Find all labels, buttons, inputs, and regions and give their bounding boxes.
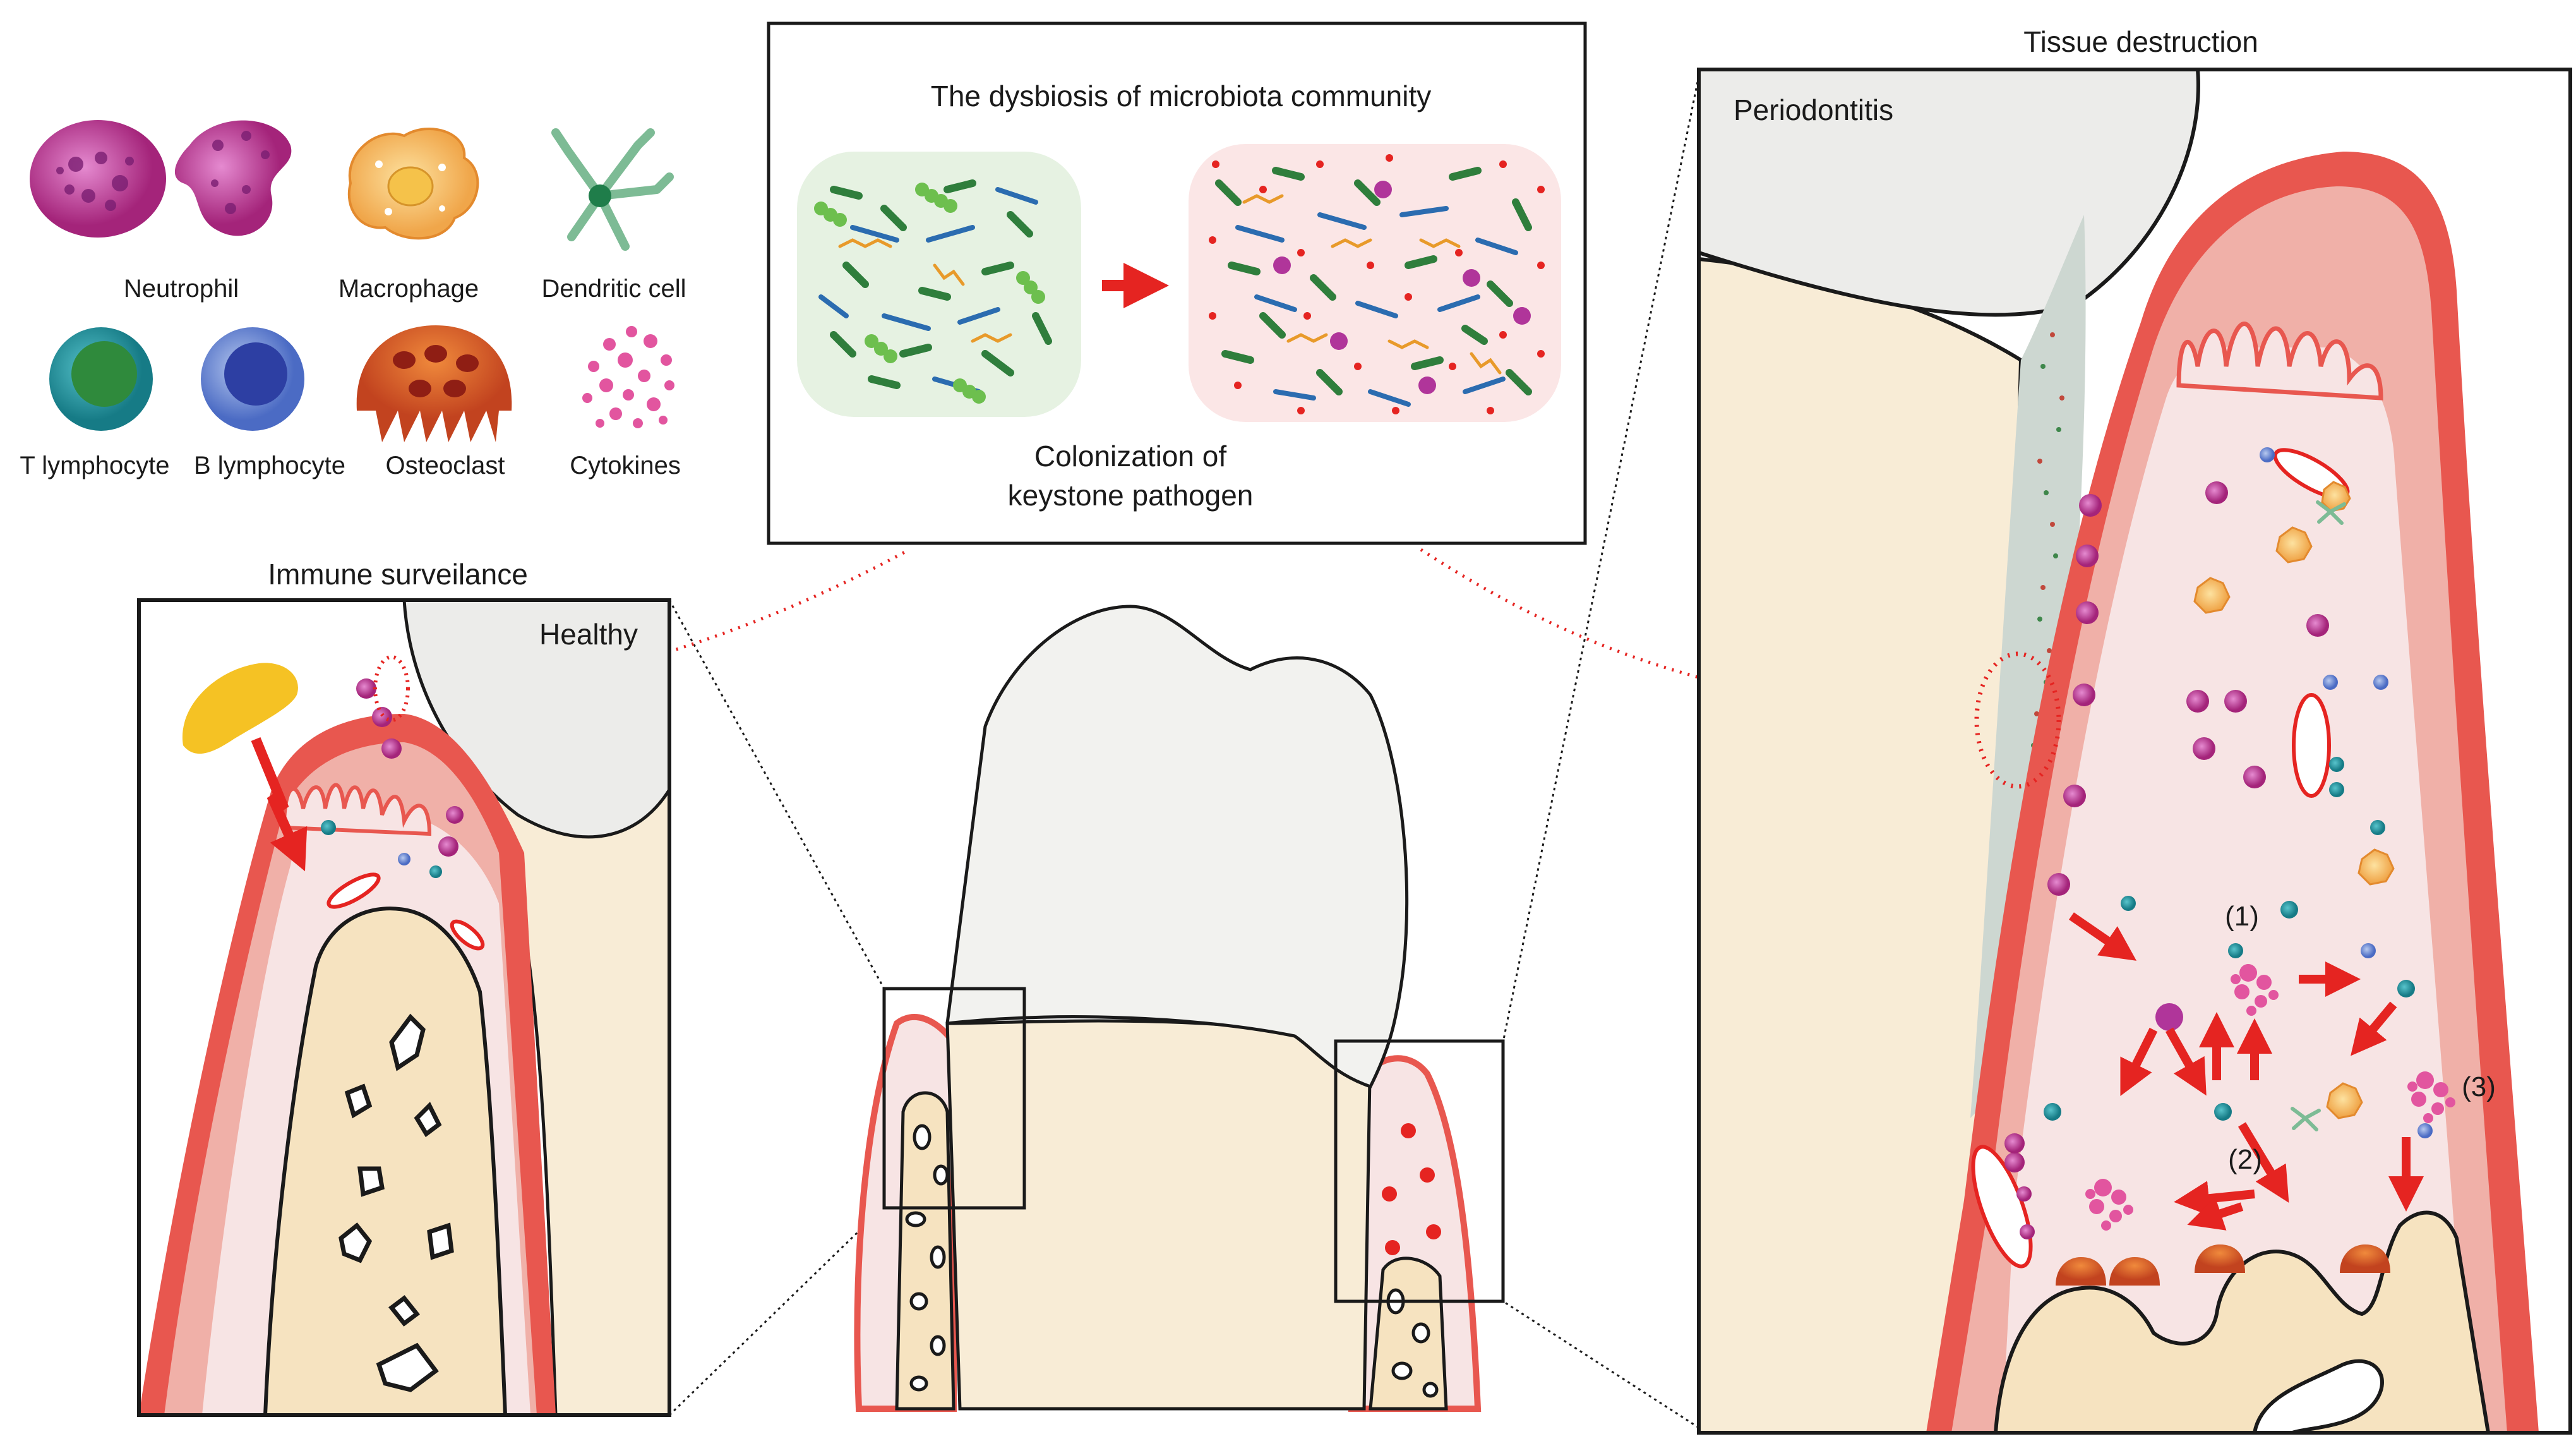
healthy-immune-cells: [321, 678, 464, 878]
dendritic-cell-icon: [551, 128, 674, 251]
disease-pathway-arrows: [2069, 912, 2424, 1231]
healthy-lightning-arrow: [251, 737, 308, 872]
legend-label-cytokines: Cytokines: [570, 452, 681, 479]
disease-step3-label: (3): [2462, 1071, 2496, 1102]
healthy-alveolar-bone: [263, 907, 508, 1415]
legend-label-osteoclast: Osteoclast: [386, 452, 505, 479]
legend-label-neutrophil: Neutrophil: [124, 275, 239, 303]
dysbiotic-microbes: [1209, 154, 1545, 414]
neutrophil-icon: [30, 120, 292, 238]
legend: Neutrophil Macrophage Dendritic cell T l…: [20, 120, 686, 479]
legend-label-t-lymphocyte: T lymphocyte: [20, 452, 169, 479]
tooth-crown: [945, 605, 1409, 1089]
healthy-panel: Healthy: [137, 598, 671, 1417]
disease-cytokine-clusters: [2085, 964, 2455, 1231]
legend-label-macrophage: Macrophage: [338, 275, 479, 303]
disease-dendritic-cells: [2291, 500, 2346, 1131]
healthy-panel-heading: Immune surveilance: [268, 558, 528, 591]
healthy-label: Healthy: [539, 618, 638, 651]
healthy-plaque-highlight: [373, 655, 410, 722]
disease-plaque-highlight: [1974, 651, 2061, 789]
disease-osteoclasts: [2056, 1244, 2390, 1286]
healthy-bone-pores: [338, 1013, 454, 1392]
dysbiosis-title: The dysbiosis of microbiota community: [931, 80, 1432, 112]
center-bone-pores: [905, 1124, 1439, 1398]
disease-keystone-pathogen: [2155, 1003, 2183, 1031]
osteoclast-icon: [356, 325, 512, 442]
legend-label-dendritic-cell: Dendritic cell: [542, 275, 686, 303]
disease-panel-heading: Tissue destruction: [2023, 25, 2258, 58]
disease-zoom-box: [1334, 1039, 1505, 1303]
tooth-root: [945, 1019, 1372, 1411]
healthy-tooth-crown: [402, 600, 669, 839]
disease-plaque-biofilm: [1970, 215, 2086, 1118]
zoom-connectors: [668, 75, 1700, 1429]
b-lymphocyte-icon: [201, 327, 304, 431]
disease-panel: (1) (2) (3) Periodontitis: [1697, 68, 2572, 1435]
dysbiosis-caption-line2: keystone pathogen: [1008, 479, 1254, 512]
central-tooth-illustration: [854, 605, 1505, 1412]
disease-rete-ridges: [2176, 322, 2383, 401]
center-inflammation-stars: [1382, 1123, 1441, 1255]
macrophage-icon: [347, 127, 479, 240]
legend-label-b-lymphocyte: B lymphocyte: [194, 452, 345, 479]
dysbiosis-panel: The dysbiosis of microbiota community: [767, 21, 1587, 545]
t-lymphocyte-icon: [49, 327, 153, 431]
healthy-bread-icon: [182, 663, 298, 754]
disease-connective-tissue: [2002, 347, 2469, 1433]
cytokines-icon: [582, 326, 674, 428]
disease-step1-label: (1): [2225, 901, 2259, 932]
disease-bone-pore: [2252, 1359, 2384, 1433]
disease-immune-cells: [2004, 447, 2433, 1239]
disease-label: Periodontitis: [1734, 93, 1893, 126]
disease-step2-label: (2): [2228, 1144, 2262, 1175]
dysbiosis-caption-line1: Colonization of: [1034, 440, 1227, 473]
dysbiotic-microbiota-community: [1189, 144, 1561, 422]
healthy-vessels: [326, 872, 485, 951]
healthy-microbes: [814, 179, 1052, 404]
healthy-zoom-box: [882, 987, 1026, 1210]
disease-macrophages: [2193, 481, 2395, 1119]
healthy-rete-ridges: [282, 783, 432, 836]
